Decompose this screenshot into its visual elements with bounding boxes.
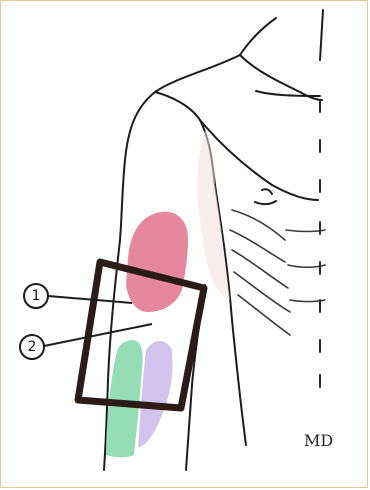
serratus-lines — [230, 210, 325, 335]
callout-2-label: 2 — [28, 339, 37, 355]
artist-signature: MD — [304, 431, 333, 450]
callout-1-label: 1 — [32, 288, 41, 304]
biceps-muscle — [126, 212, 188, 312]
skin-shading — [197, 130, 230, 300]
purple-muscle — [138, 341, 173, 448]
green-muscle — [106, 340, 143, 457]
